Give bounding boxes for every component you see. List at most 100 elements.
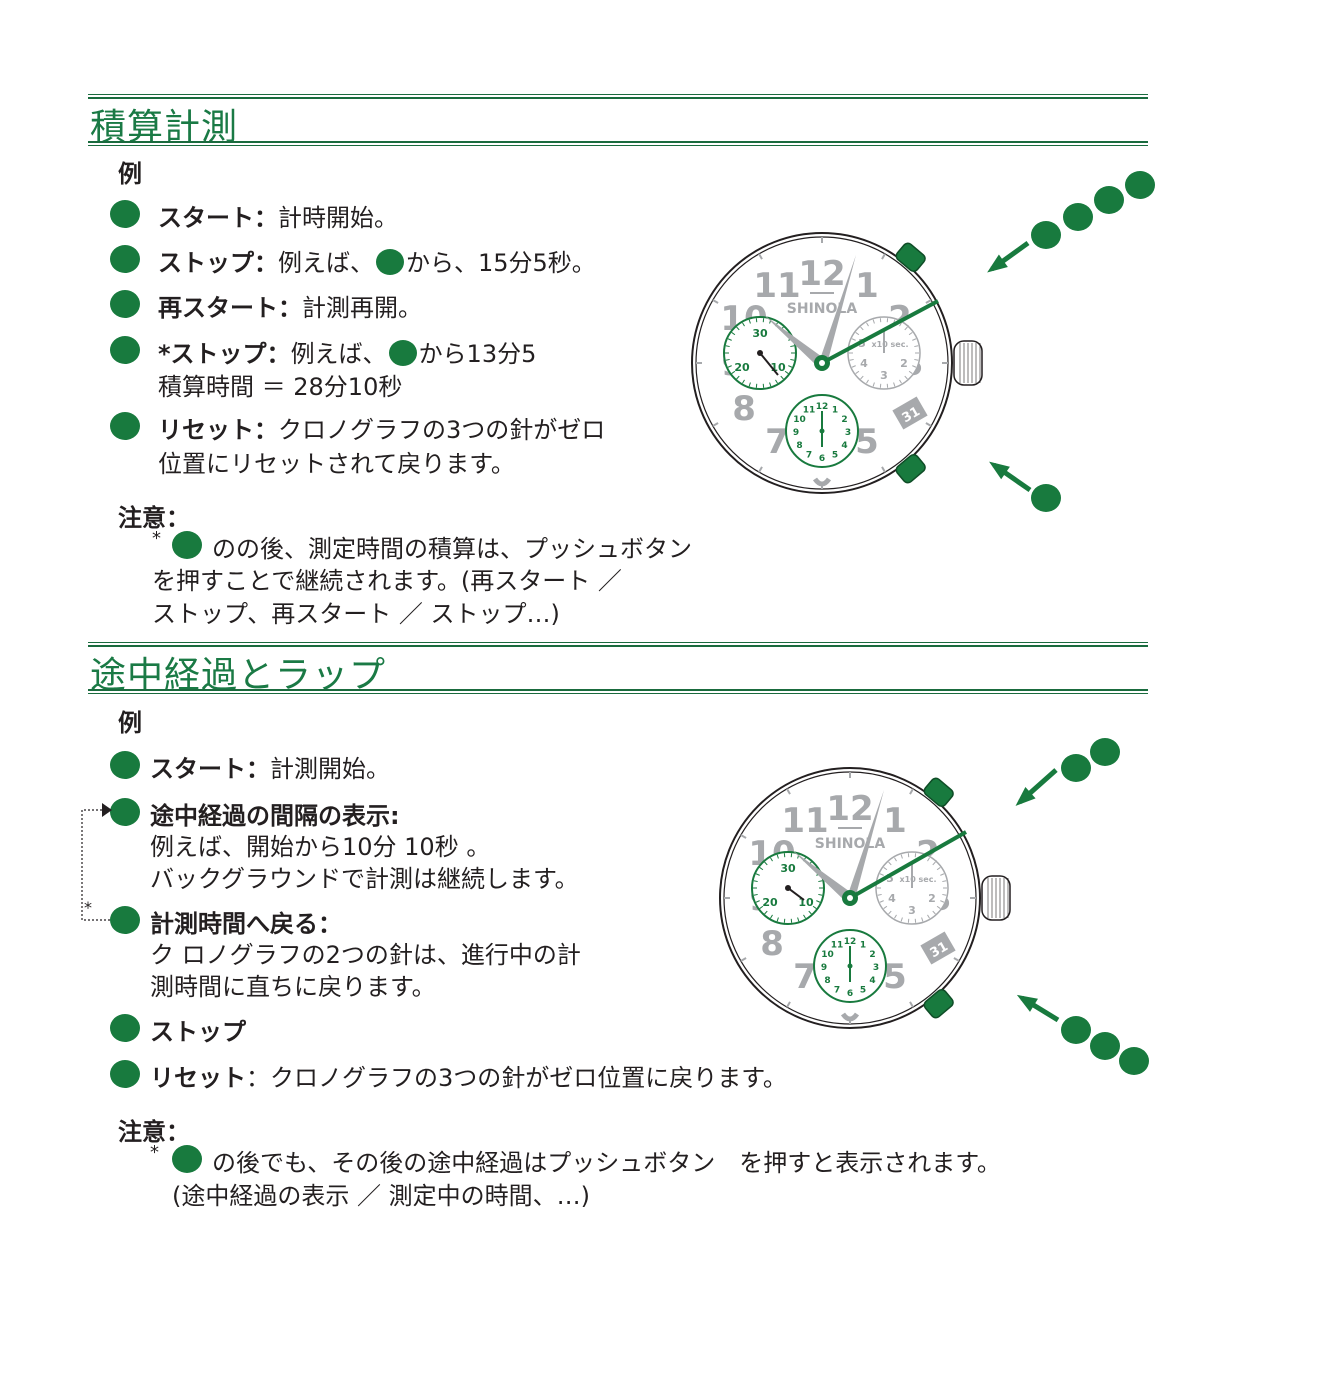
tick-mark (712, 299, 719, 304)
tick-mark (881, 253, 886, 260)
step-dot (110, 906, 140, 934)
item-text: バックグラウンドで計測は継続します。 (150, 865, 579, 893)
step-dot (1031, 221, 1061, 249)
subdial-tick (764, 861, 768, 866)
minute-hand (818, 255, 856, 365)
subdial-tick (912, 365, 917, 368)
subdial-tick (775, 379, 778, 384)
subdial-label: 10 (821, 950, 834, 960)
subdial-tick (921, 917, 924, 922)
center-pin-dot (847, 895, 853, 901)
hour-numeral: 11 (781, 801, 828, 841)
list-item: リセット：クロノグラフの3つの針がゼロ位置に戻ります。 (150, 1058, 787, 1093)
tick-mark (881, 466, 886, 473)
date-window: 31 (892, 396, 928, 430)
hour-numeral: 12 (798, 254, 845, 294)
subdial-tick (776, 854, 779, 859)
top-pusher (895, 242, 926, 273)
bottom-pusher (895, 453, 926, 484)
subdial-tick (866, 379, 869, 384)
subdial-tick (900, 854, 903, 859)
subdial-label: 30 (780, 862, 796, 875)
subdial-tick (927, 914, 930, 919)
tick-mark (758, 253, 763, 260)
subdial-hand (787, 887, 805, 901)
step-dot (110, 200, 140, 228)
subdial-label: 4 (888, 892, 896, 905)
subdial-label: 3 (845, 428, 851, 438)
subdial-tick (776, 917, 779, 922)
subdial-pin (757, 350, 763, 356)
item-label: 途中経過の間隔の表示: (150, 802, 400, 830)
pusher-arrow-head (989, 461, 1010, 480)
subdial-tick (894, 857, 897, 862)
subdial-tick (942, 893, 947, 896)
subdial-tick (727, 365, 732, 368)
section-rule (88, 645, 1148, 647)
subdial-label: 2 (841, 415, 847, 425)
step-dot (110, 751, 140, 779)
item-text: ク ロノグラフの2つの針は、進行中の計 (150, 941, 581, 969)
subdial-tick (755, 900, 760, 903)
subdial-label: 9 (793, 428, 799, 438)
subdial-tick (784, 370, 789, 374)
subdial-label: 4 (841, 441, 847, 451)
note-line: の後でも、その後の途中経過はプッシュボタン を押すと表示されます。 (212, 1149, 1001, 1177)
subdial-tick (816, 900, 821, 903)
item-label: *ストップ： (158, 340, 291, 368)
hour-numeral: 5 (855, 422, 879, 462)
note-title: 注意： (118, 504, 190, 532)
item-text: 計測再開。 (302, 294, 422, 322)
subdial-tick (879, 873, 884, 876)
subdial-tick (866, 322, 869, 327)
subdial-tick (742, 379, 745, 384)
item-text: から13分5 (418, 340, 537, 368)
note-line: を押すことで継続されます。(再スタート ／ (152, 567, 622, 595)
subdial-label: 2 (928, 892, 936, 905)
list-item: スタート：計測開始。 (150, 749, 390, 784)
subdial-tick (851, 365, 856, 368)
inline-step-dot (376, 249, 404, 275)
tick-mark (712, 422, 719, 427)
example-label: 例 (118, 160, 142, 188)
subdial-tick (872, 382, 875, 387)
subdial-label: 4 (869, 976, 875, 986)
subdial-tick (883, 905, 888, 909)
subdial-tick (731, 332, 736, 336)
item-text: 計測開始。 (270, 755, 390, 783)
step-dot (110, 1060, 140, 1088)
subdial-tick (899, 322, 902, 327)
subdial-tick (872, 319, 875, 324)
step-dot (1090, 1032, 1120, 1060)
step-dot (110, 290, 140, 318)
subdial-tick (812, 905, 817, 909)
item-label: スタート： (158, 204, 278, 232)
subdial-label: 5 (832, 451, 838, 461)
list-item: リセット：クロノグラフの3つの針がゼロ (158, 410, 605, 445)
subdial-tick (725, 345, 730, 348)
subdial-tick (748, 382, 751, 387)
item-text: 測時間に直ちに戻ります。 (150, 973, 436, 1001)
inline-step-dot (388, 340, 417, 366)
tick-mark (953, 957, 960, 962)
item-text-line2: 積算時間 ＝ 28分10秒 (158, 373, 403, 401)
watch-illustration-1: 1235789101112SHINOLA3020105x10 sec.43231… (691, 171, 1155, 512)
hour-hand (764, 315, 825, 366)
subdial-label: 5 (886, 872, 894, 885)
date-window-bg (920, 931, 956, 965)
list-item: *ストップ：例えば、から13分5 (158, 334, 536, 369)
subdial-pin (847, 963, 853, 969)
subdial-label: 8 (796, 441, 802, 451)
subdial-tick (936, 905, 941, 909)
subdial-tick (759, 905, 764, 909)
subdial-label: 9 (821, 963, 827, 973)
subdial-label: 20 (762, 896, 778, 909)
item-text: 例えば、開始から10分 10秒 。 (150, 833, 491, 861)
item-label: ストップ： (158, 249, 278, 277)
step-dot (1063, 203, 1093, 231)
note-line: ストップ、再スタート ／ ストップ…) (152, 600, 560, 628)
subdial-label: 4 (860, 357, 868, 370)
subdial-hand (759, 352, 779, 376)
subdial-tick (914, 345, 919, 348)
brand-logo: SHINOLA (787, 301, 858, 317)
